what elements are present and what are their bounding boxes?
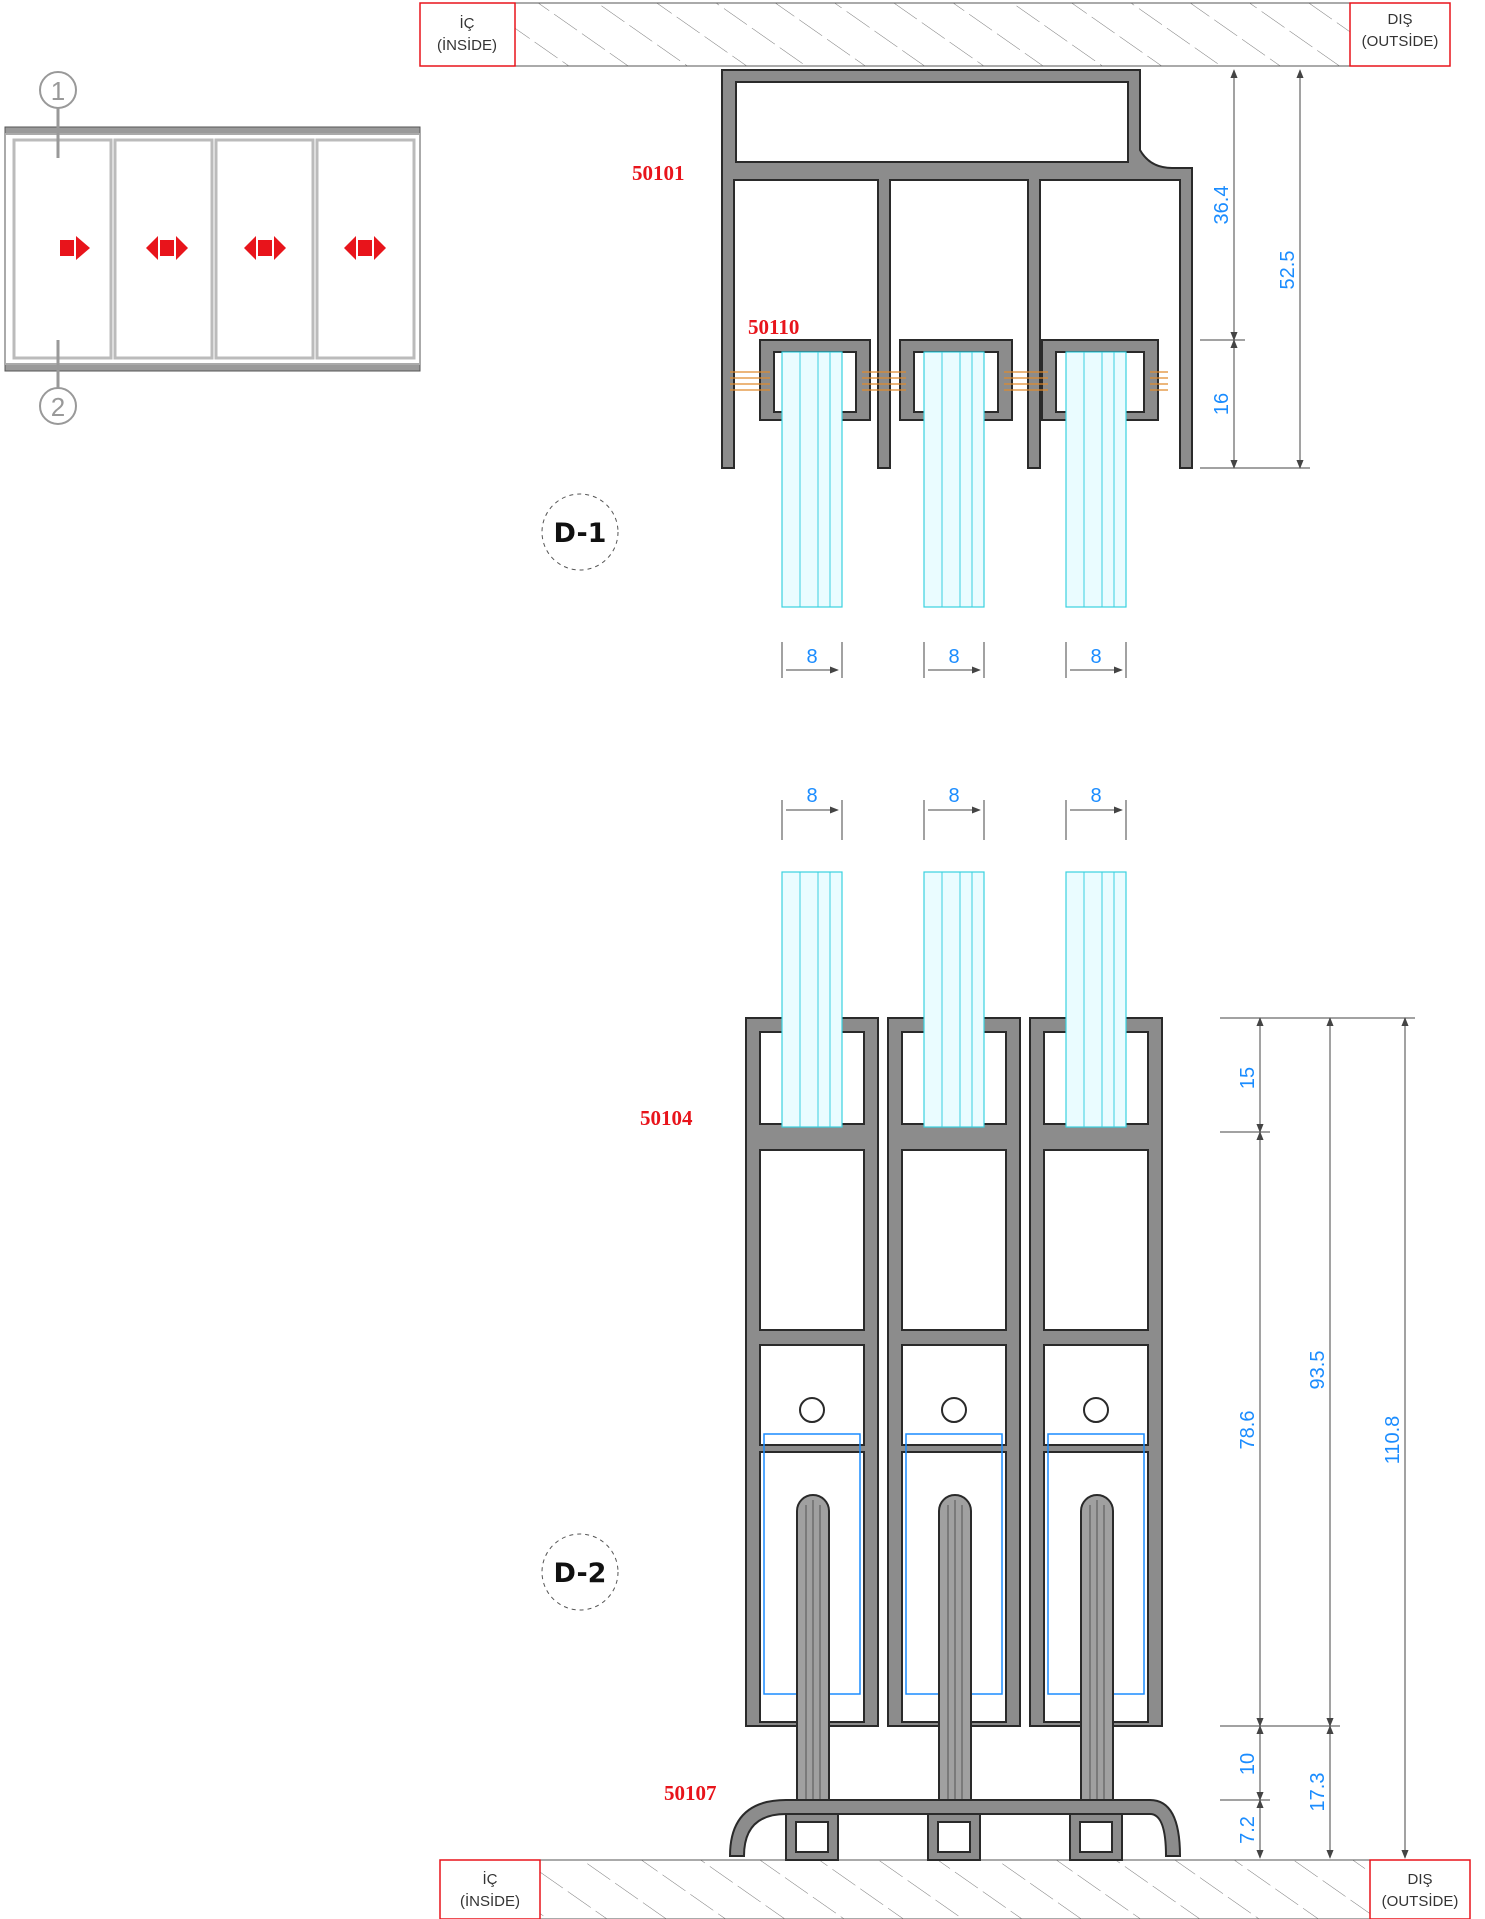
section-marker-2-label: 2 <box>51 392 65 422</box>
top-outside-label: DIŞ <box>1387 11 1412 28</box>
top-inside-label: İÇ <box>460 14 475 32</box>
section-marker-2 <box>39 387 77 425</box>
dim-36-4: 36.4 <box>1211 186 1233 225</box>
glass-panes-d1 <box>781 351 1127 608</box>
glass-width-5: 8 <box>948 785 959 807</box>
bottom-outside-box <box>1369 1859 1471 1919</box>
bottom-rail-profile <box>728 1799 1182 1861</box>
double-arrow-icon <box>244 236 286 260</box>
detail-bubble-d2 <box>541 1533 619 1611</box>
detail-d1: 50101 50110 D-1 36.4 52.5 16 8 8 8 <box>541 69 1310 678</box>
bottom-outside-sub: (OUTSİDE) <box>1382 1892 1459 1910</box>
glass-width-4: 8 <box>806 785 817 807</box>
double-arrow-icon <box>344 236 386 260</box>
detail-label-d1: D-1 <box>554 518 607 549</box>
dim-110-8: 110.8 <box>1382 1416 1404 1465</box>
top-frame-chamber <box>735 81 1129 163</box>
top-wall: İÇ (İNSİDE) DIŞ (OUTSİDE) <box>419 2 1451 67</box>
dim-17-3: 17.3 <box>1307 1773 1329 1812</box>
glass-width-1: 8 <box>806 646 817 668</box>
profile-code-50110: 50110 <box>748 315 799 339</box>
dim-10: 10 <box>1237 1753 1259 1775</box>
profile-code-50104: 50104 <box>640 1106 693 1130</box>
dim-7-2: 7.2 <box>1237 1816 1259 1844</box>
brush-seals <box>730 371 1168 391</box>
profile-code-50101: 50101 <box>632 161 685 185</box>
dim-93-5: 93.5 <box>1307 1351 1329 1390</box>
section-marker-1 <box>39 71 77 109</box>
profile-code-50107: 50107 <box>664 1781 717 1805</box>
dim-52-5: 52.5 <box>1277 251 1299 290</box>
top-inside-sub: (İNSİDE) <box>437 36 497 54</box>
slide-arrow-right-icon <box>60 236 90 260</box>
dim-78-6: 78.6 <box>1237 1411 1259 1450</box>
dim-15: 15 <box>1237 1067 1259 1089</box>
top-outside-sub: (OUTSİDE) <box>1362 32 1439 50</box>
glass-width-3: 8 <box>1090 646 1101 668</box>
glass-panes-d2 <box>781 871 1127 1128</box>
bottom-inside-label: İÇ <box>483 1870 498 1888</box>
section-marker-1-label: 1 <box>51 76 65 106</box>
glass-width-6: 8 <box>1090 785 1101 807</box>
detail-bubble-d1 <box>541 493 619 571</box>
dim-16: 16 <box>1211 393 1233 415</box>
glass-width-2: 8 <box>948 646 959 668</box>
glass-width-dims-d2 <box>781 800 1127 840</box>
double-arrow-icon <box>146 236 188 260</box>
glass-width-dims-d1 <box>781 642 1127 678</box>
detail-d2: 8 8 8 <box>541 785 1415 1861</box>
bottom-inside-sub: (İNSİDE) <box>460 1892 520 1910</box>
elevation-view: 1 2 <box>4 71 421 425</box>
top-inside-box <box>419 2 516 67</box>
bottom-wall: İÇ (İNSİDE) DIŞ (OUTSİDE) <box>439 1859 1471 1919</box>
bottom-outside-label: DIŞ <box>1407 1871 1432 1888</box>
top-outside-box <box>1349 2 1451 67</box>
bottom-inside-box <box>439 1859 541 1919</box>
detail-label-d2: D-2 <box>554 1558 607 1589</box>
